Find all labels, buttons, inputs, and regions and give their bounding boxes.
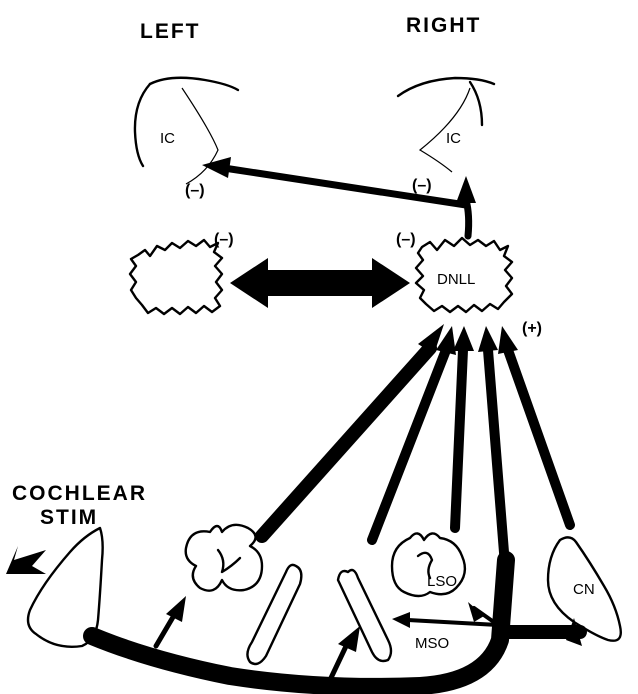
left-ic-inhibitory-sign: (–) <box>185 182 205 199</box>
left-superior-olive <box>186 525 302 664</box>
right-inferior-colliculus: IC (–) <box>398 78 494 194</box>
cochlear-stim-label-line1: COCHLEAR <box>12 482 147 505</box>
commissural-double-arrow <box>230 258 410 308</box>
dnll-label: DNLL <box>437 271 475 288</box>
mso-label: MSO <box>415 635 449 652</box>
left-ic-label: IC <box>160 130 175 147</box>
right-header: RIGHT <box>406 14 481 37</box>
right-dnll-inhibitory-sign: (–) <box>396 231 416 248</box>
ascending-inputs <box>262 324 570 565</box>
cn-label: CN <box>573 581 595 598</box>
left-header: LEFT <box>140 20 201 43</box>
left-dnll-inhibitory-sign: (–) <box>214 231 234 248</box>
excitatory-sign: (+) <box>522 320 542 337</box>
cochlear-stimulus: COCHLEAR STIM <box>6 482 147 574</box>
right-ic-label: IC <box>446 130 461 147</box>
lso-label: LSO <box>427 573 457 590</box>
dnll-to-ic-projections <box>202 157 476 236</box>
left-dnll: (–) <box>130 231 234 314</box>
stimulation-arrow <box>6 546 46 574</box>
cochlear-stim-label-line2: STIM <box>40 506 98 529</box>
left-inferior-colliculus: IC (–) <box>135 78 238 199</box>
right-dnll: DNLL (–) (+) <box>396 231 542 337</box>
right-ic-inhibitory-sign: (–) <box>412 177 432 194</box>
